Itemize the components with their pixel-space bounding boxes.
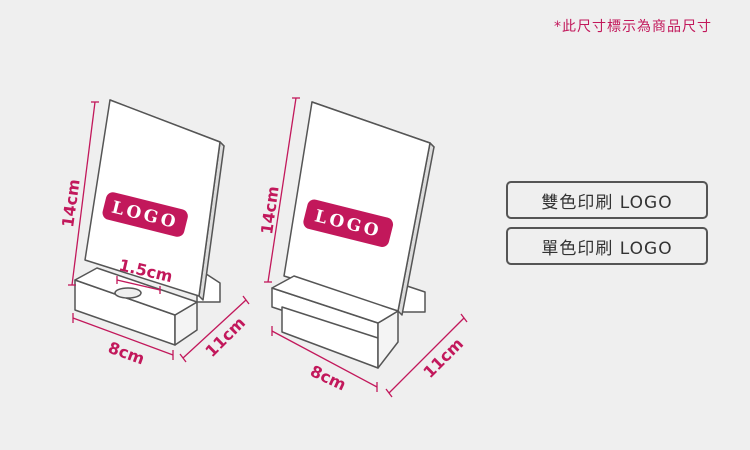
option-two-color-print[interactable]: 雙色印刷 LOGO xyxy=(506,181,708,219)
left-panel-front xyxy=(84,99,221,297)
left-dimension-lines xyxy=(68,101,250,363)
right-height-label: 14cm xyxy=(257,185,283,236)
right-depth-label: 11cm xyxy=(419,334,467,382)
size-note: *此尺寸標示為商品尺寸 xyxy=(554,19,712,35)
option-single-color-print[interactable]: 單色印刷 LOGO xyxy=(506,227,708,265)
right-width-label: 8cm xyxy=(307,361,349,394)
left-stand xyxy=(74,99,225,346)
left-cable-slot xyxy=(114,287,142,299)
right-base-top xyxy=(271,275,399,324)
right-dimension-lines xyxy=(264,97,468,398)
right-stand xyxy=(271,101,435,369)
left-depth-label: 11cm xyxy=(201,313,249,361)
